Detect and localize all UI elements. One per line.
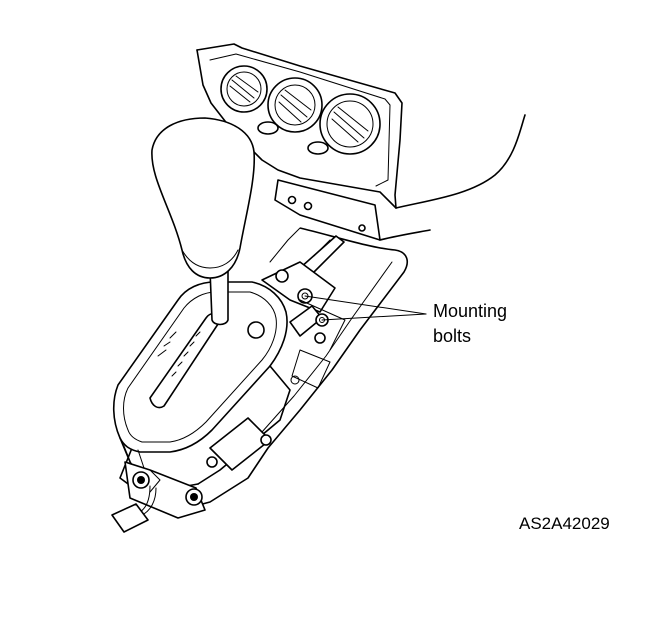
- air-vent-left: [220, 65, 268, 113]
- reference-code: AS2A42029: [519, 514, 610, 533]
- shift-knob: [151, 117, 256, 326]
- callout-label-line1: Mounting: [433, 301, 507, 321]
- shift-lever-bezel: [112, 281, 300, 489]
- callout-leader-lines: [304, 295, 427, 321]
- air-vent-center: [267, 77, 323, 133]
- callout-label-line2: bolts: [433, 326, 471, 346]
- lower-bracket: [111, 461, 206, 533]
- air-vent-right: [319, 93, 381, 155]
- dashboard-center-stack: [196, 43, 526, 241]
